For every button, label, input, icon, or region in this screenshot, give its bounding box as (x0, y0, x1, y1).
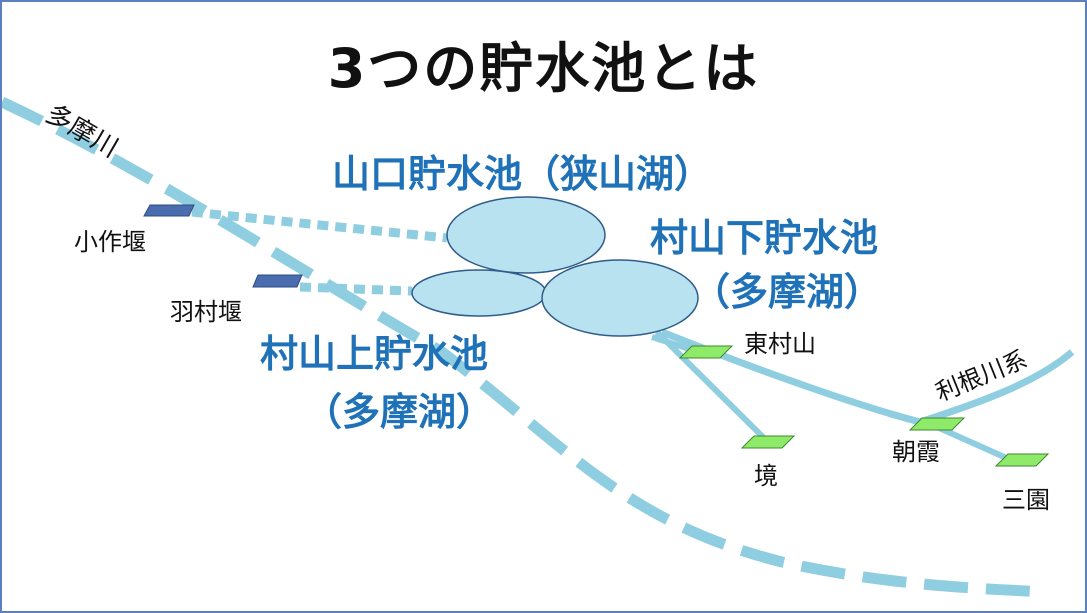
hamura-weir-label: 羽村堰 (170, 298, 242, 326)
hamura-intake-line (299, 282, 413, 296)
asaka-plant-label: 朝霞 (892, 438, 940, 466)
murayama-kami-reservoir (411, 269, 547, 317)
hamura-weir-marker (252, 274, 303, 288)
murayama-shimo-label-line2: （多摩湖） (692, 270, 883, 314)
yamaguchi-reservoir-label: 山口貯水池（狭山湖） (332, 152, 713, 196)
ozaku-weir-label: 小作堰 (74, 228, 146, 256)
murayama-kami-label-line2: （多摩湖） (304, 390, 495, 434)
murayama-shimo-reservoir (541, 259, 699, 337)
tama-river (2, 97, 1048, 598)
misono-plant-marker (994, 453, 1050, 467)
asaka-plant-marker (908, 417, 966, 431)
page-title: 3つの貯水池とは (327, 37, 760, 100)
sakai-plant-marker (740, 435, 796, 449)
yamaguchi-reservoir (446, 196, 606, 274)
higashimurayama-plant-label: 東村山 (744, 330, 816, 358)
ozaku-weir-marker (143, 204, 195, 217)
pipe-to-sakai (654, 329, 773, 447)
murayama-shimo-label-line1: 村山下貯水池 (650, 216, 879, 260)
higashimurayama-plant-marker (678, 345, 734, 359)
tone-river (660, 328, 1075, 426)
ozaku-intake-line (191, 207, 448, 243)
murayama-kami-label-line1: 村山上貯水池 (260, 332, 489, 376)
misono-plant-label: 三園 (1002, 486, 1050, 514)
sakai-plant-label: 境 (754, 462, 778, 490)
